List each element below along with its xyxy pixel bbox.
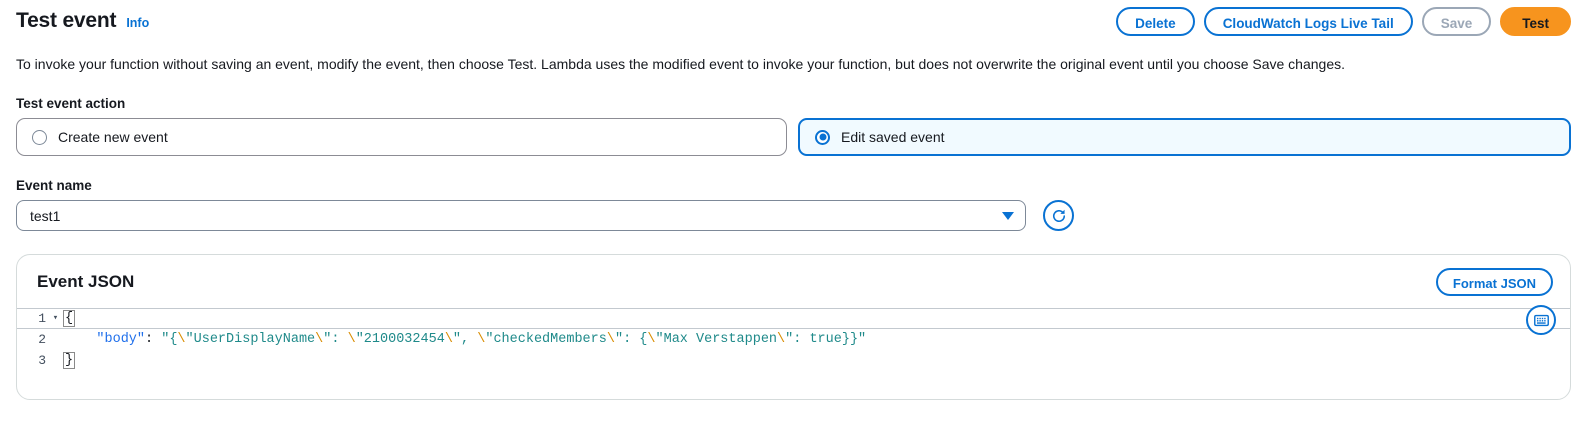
code-line[interactable]: 3 }: [17, 350, 1570, 371]
radio-icon-unselected: [32, 129, 47, 145]
json-code-editor[interactable]: 1 ▾ { 2 "body": "{\"UserDisplayName\": \…: [17, 308, 1570, 371]
save-button[interactable]: Save: [1421, 6, 1492, 36]
cloudwatch-logs-live-tail-button[interactable]: CloudWatch Logs Live Tail: [1203, 6, 1413, 36]
line-number: 2: [38, 332, 46, 347]
radio-edit-saved-event-label: Edit saved event: [841, 129, 945, 145]
test-button[interactable]: Test: [1500, 6, 1571, 36]
chevron-down-icon: [1002, 211, 1014, 220]
event-name-value: test1: [30, 207, 61, 224]
format-json-button[interactable]: Format JSON: [1435, 268, 1553, 296]
event-json-panel: Event JSON Format JSON 1 ▾ { 2 "body": "…: [16, 254, 1571, 400]
code-line[interactable]: 1 ▾ {: [17, 308, 1570, 329]
test-event-action-section: Test event action Create new event Edit …: [0, 96, 1587, 156]
event-name-label: Event name: [16, 178, 92, 193]
fold-toggle-icon[interactable]: ▾: [52, 313, 59, 323]
info-link[interactable]: Info: [126, 16, 150, 30]
line-number: 3: [38, 353, 46, 368]
keyboard-shortcuts-button[interactable]: [1526, 305, 1556, 335]
test-event-action-radio-group: Create new event Edit saved event: [16, 118, 1571, 156]
page-header: Test event Info Delete CloudWatch Logs L…: [0, 0, 1587, 36]
refresh-button[interactable]: [1043, 200, 1074, 231]
radio-create-new-event-label: Create new event: [58, 129, 168, 145]
page-description: To invoke your function without saving a…: [16, 56, 1345, 72]
event-json-title: Event JSON: [37, 272, 135, 291]
delete-button[interactable]: Delete: [1116, 6, 1195, 36]
code-line-text: }: [63, 352, 76, 369]
event-name-row: test1: [16, 200, 1571, 231]
title-group: Test event Info: [16, 9, 149, 33]
code-line-text: "body": "{\"UserDisplayName\": \"2100032…: [96, 332, 867, 347]
event-json-header: Event JSON Format JSON: [17, 255, 1570, 308]
refresh-icon: [1052, 209, 1065, 222]
code-line[interactable]: 2 "body": "{\"UserDisplayName\": \"21000…: [17, 329, 1570, 350]
code-line-text: {: [63, 310, 76, 327]
event-name-section: Event name test1: [0, 178, 1587, 231]
line-number: 1: [38, 311, 46, 326]
radio-create-new-event[interactable]: Create new event: [16, 118, 787, 156]
page-title: Test event: [16, 9, 117, 32]
header-actions: Delete CloudWatch Logs Live Tail Save Te…: [1116, 6, 1571, 36]
event-name-select[interactable]: test1: [16, 200, 1026, 231]
test-event-action-label: Test event action: [16, 96, 126, 111]
radio-icon-selected: [815, 129, 830, 145]
keyboard-icon: [1533, 314, 1549, 326]
radio-edit-saved-event[interactable]: Edit saved event: [798, 118, 1571, 156]
